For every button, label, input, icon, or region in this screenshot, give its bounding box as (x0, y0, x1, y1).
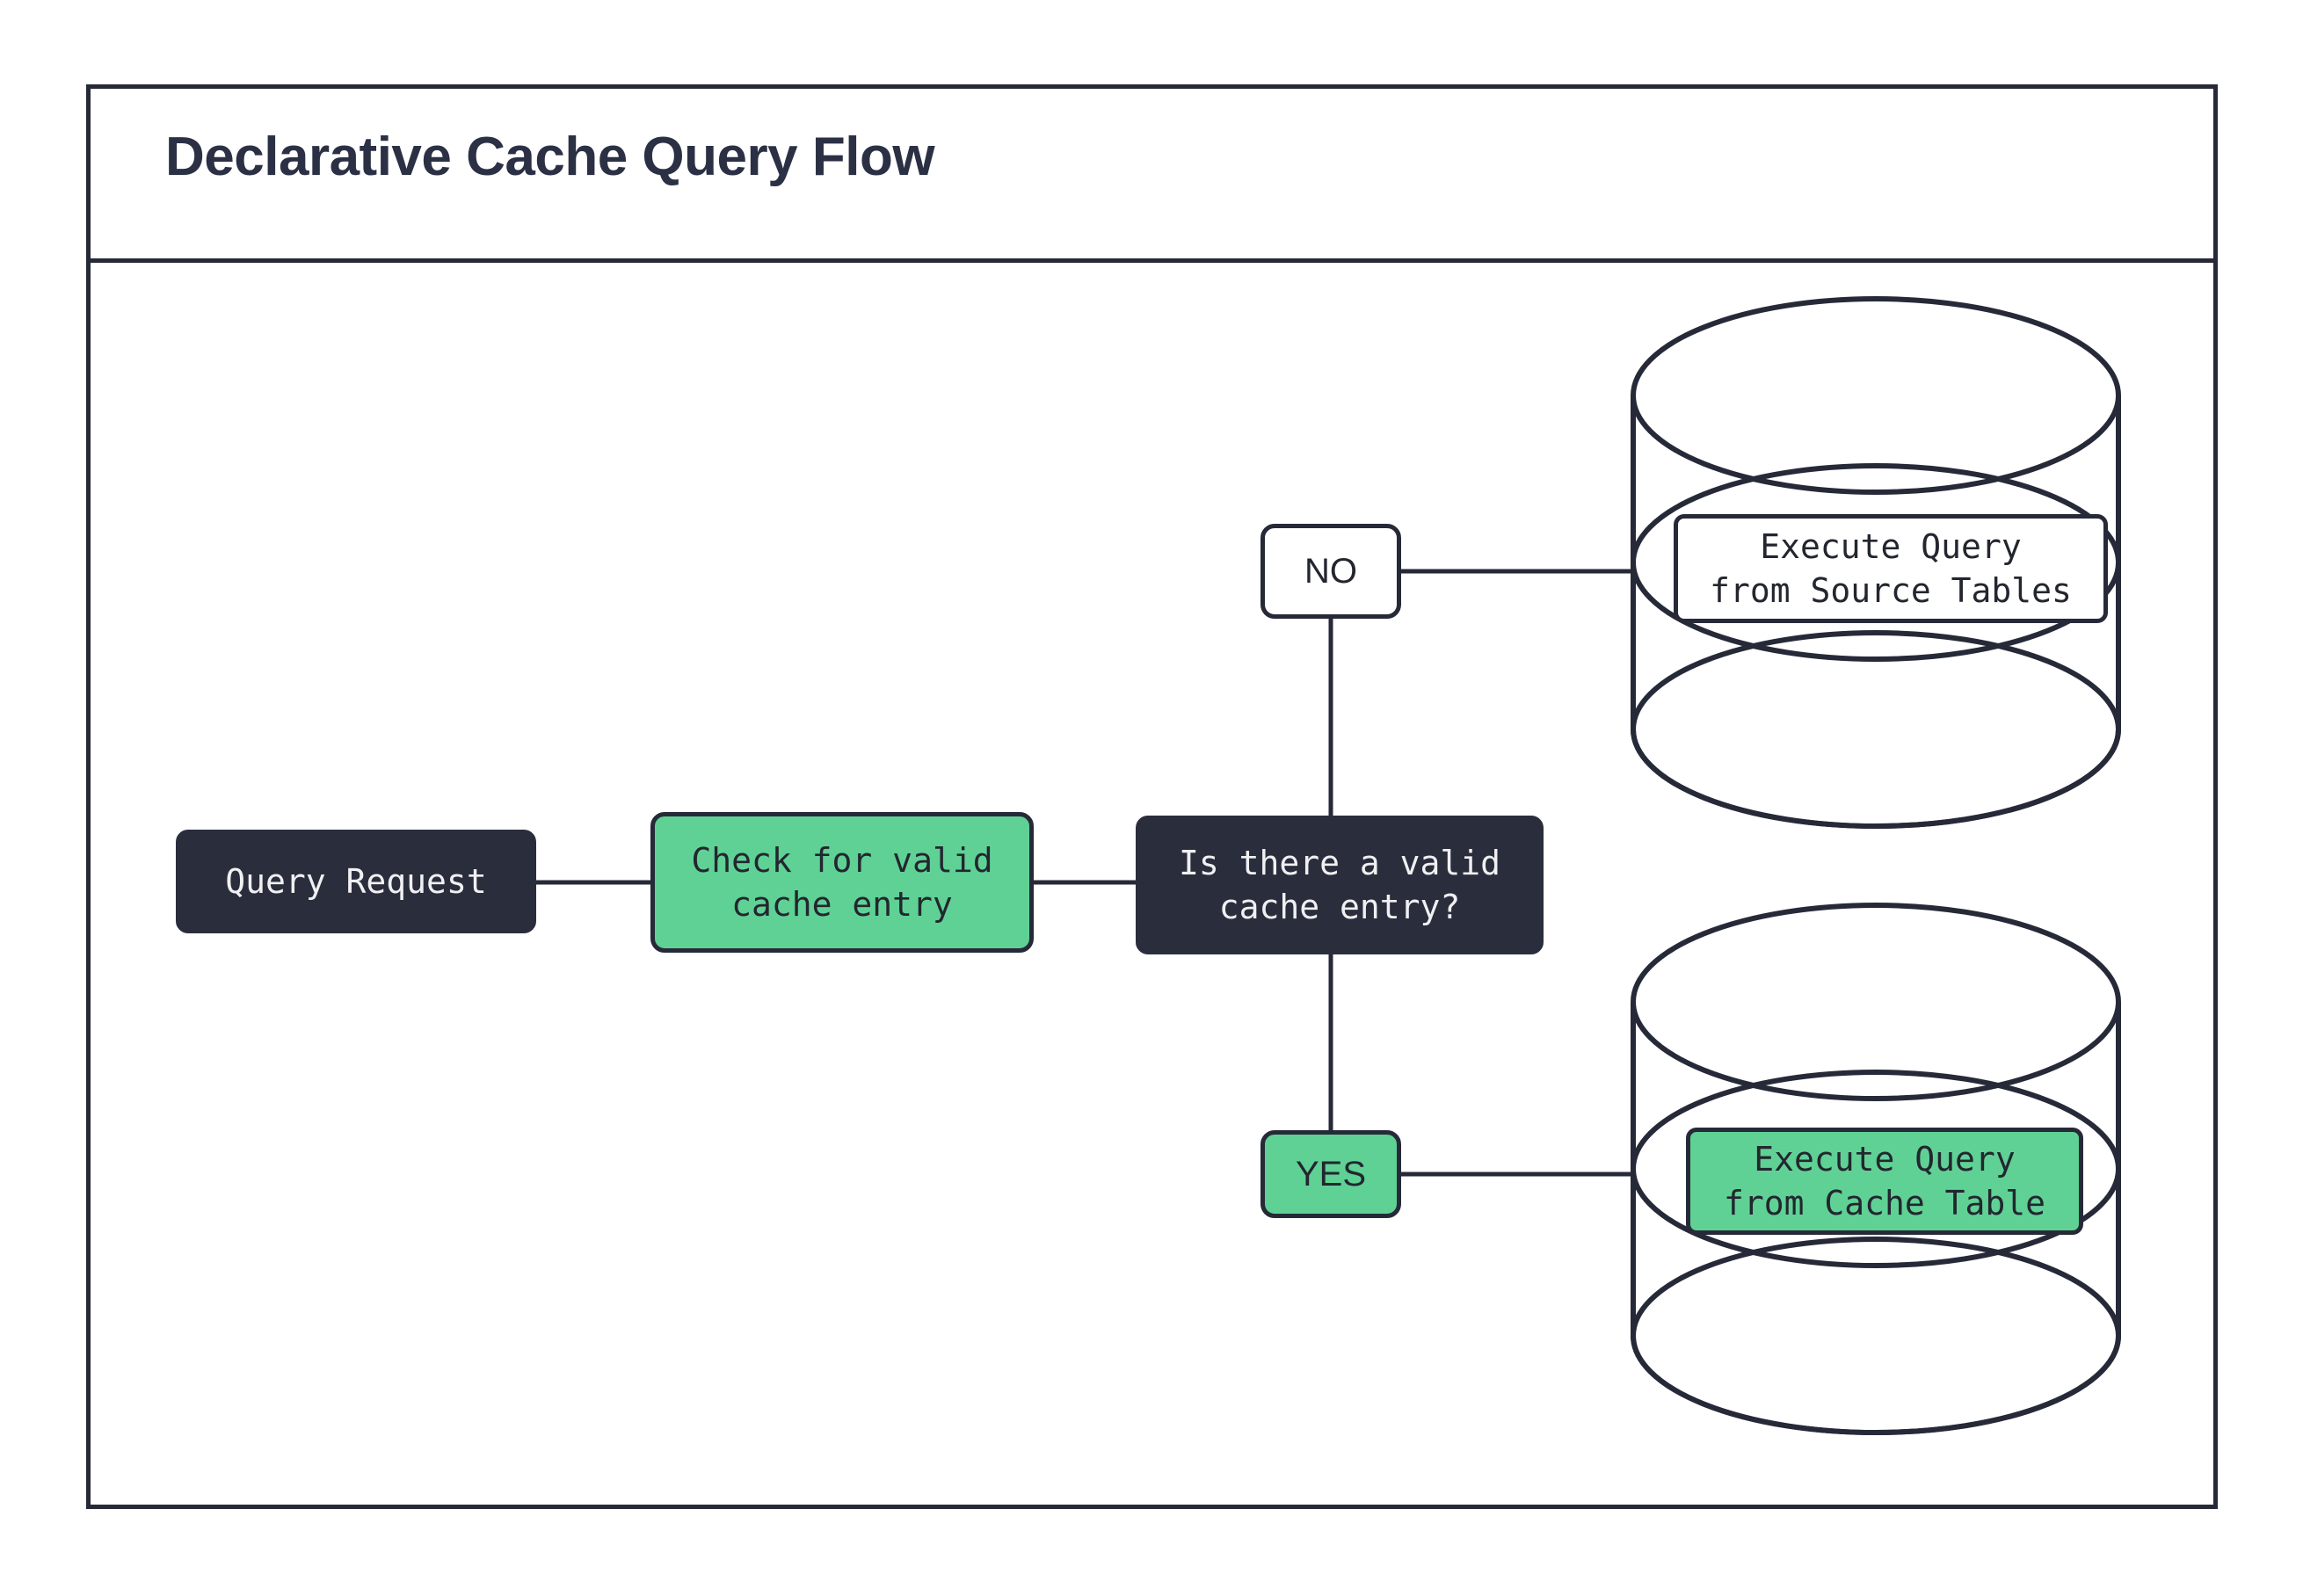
node-execute-query-from-source-tables[interactable]: Execute Query from Source Tables (1674, 514, 2108, 623)
node-query-request[interactable]: Query Request (176, 830, 536, 933)
diagram-frame (86, 84, 2218, 1509)
node-check-for-valid-cache-entry[interactable]: Check for valid cache entry (650, 812, 1034, 953)
header-divider (86, 258, 2218, 263)
branch-label-no[interactable]: NO (1260, 524, 1401, 619)
branch-label-yes[interactable]: YES (1260, 1130, 1401, 1218)
node-execute-query-from-cache-table[interactable]: Execute Query from Cache Table (1686, 1128, 2083, 1235)
page-title: Declarative Cache Query Flow (165, 127, 935, 187)
node-decision-valid-cache-entry[interactable]: Is there a valid cache entry? (1136, 816, 1544, 954)
